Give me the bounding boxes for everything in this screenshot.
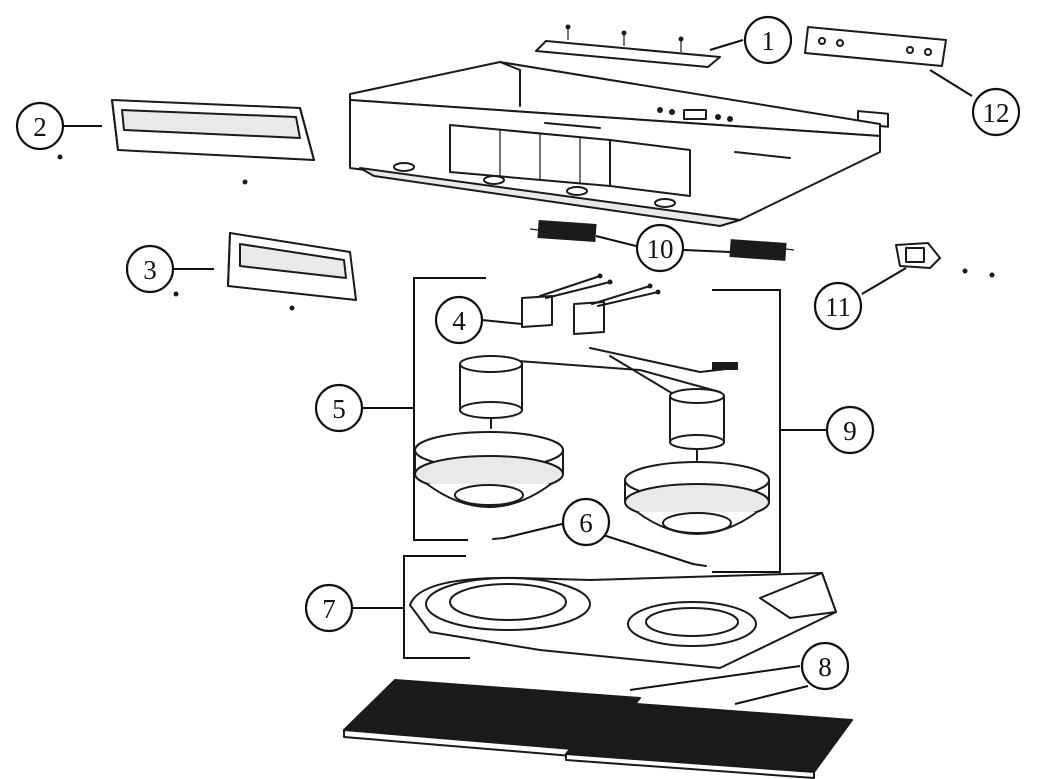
left-motor (459, 355, 523, 429)
svg-text:1: 1 (761, 26, 775, 56)
callout-10: 10 (635, 223, 685, 273)
svg-text:7: 7 (322, 594, 336, 624)
part-8-grease-filters (343, 679, 853, 779)
callout-11: 11 (813, 281, 863, 331)
leader-6b (599, 533, 694, 565)
svg-text:10: 10 (647, 234, 674, 264)
callout-4: 4 (434, 295, 484, 345)
callout-3: 3 (125, 244, 175, 294)
leader-10a (595, 235, 637, 247)
callout-12: 12 (971, 87, 1021, 137)
part-7-blower-housing (409, 572, 837, 669)
left-blower-wheel (414, 431, 564, 508)
leader-6a (503, 523, 563, 539)
svg-text:6: 6 (579, 508, 593, 538)
svg-text:3: 3 (143, 255, 157, 285)
callout-1: 1 (743, 15, 793, 65)
svg-text:8: 8 (818, 652, 832, 682)
part-11-switch (895, 242, 995, 278)
svg-text:11: 11 (825, 292, 851, 322)
callout-9: 9 (825, 405, 875, 455)
part-3-small-duct (173, 232, 357, 311)
callout-6: 6 (561, 497, 611, 547)
right-motor (669, 388, 725, 461)
callout-7: 7 (304, 583, 354, 633)
callout-2: 2 (15, 101, 65, 151)
part-4-capacitors (521, 273, 661, 335)
part-12-control-plate (804, 26, 947, 128)
leader-1 (709, 39, 744, 51)
right-blower-wheel (624, 461, 770, 535)
part-1-top-plate (535, 24, 721, 68)
leader-11 (861, 267, 907, 295)
leader-8a (629, 665, 801, 691)
leader-12 (929, 69, 973, 97)
leader-10b (683, 249, 731, 253)
leader-8b (734, 685, 809, 705)
svg-text:4: 4 (452, 306, 466, 336)
part-2-duct-transition (57, 99, 315, 185)
part-10-light-modules (529, 219, 795, 261)
callout-8: 8 (800, 641, 850, 691)
leader-4 (481, 319, 523, 325)
callout-5: 5 (314, 383, 364, 433)
svg-text:9: 9 (843, 416, 857, 446)
range-hood-body (349, 61, 881, 227)
svg-text:2: 2 (33, 112, 47, 142)
svg-text:12: 12 (983, 98, 1010, 128)
svg-text:5: 5 (332, 394, 346, 424)
part-6-fasteners (492, 537, 707, 567)
